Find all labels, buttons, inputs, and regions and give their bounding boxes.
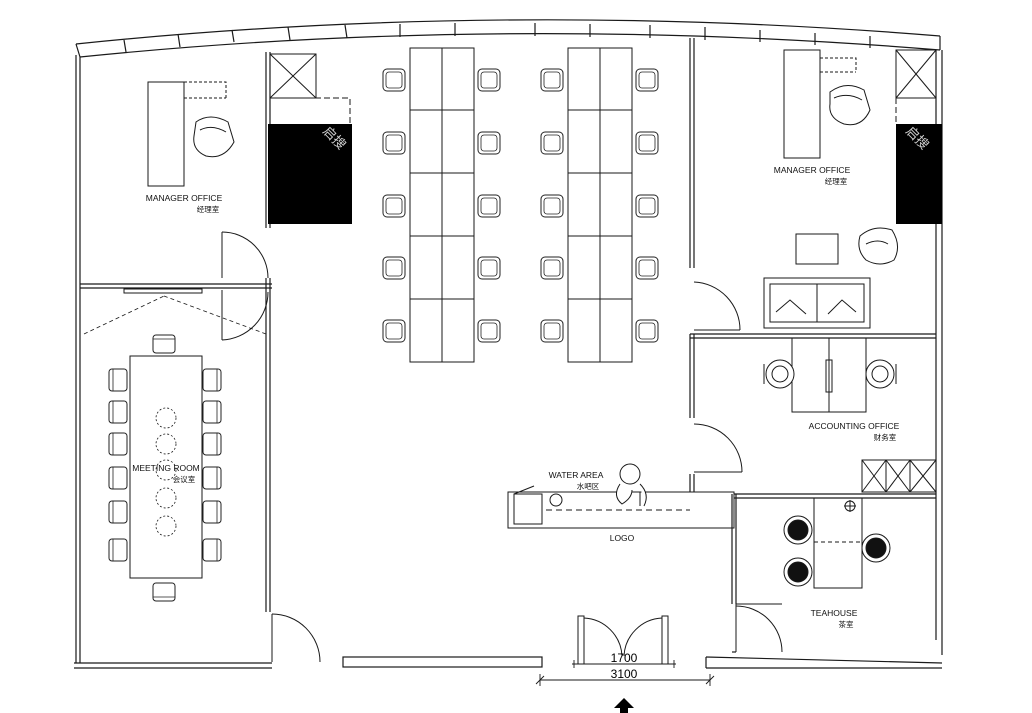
cabinet-x — [861, 459, 937, 493]
tea-table — [813, 497, 863, 589]
manager-chair-right — [829, 85, 871, 126]
door-teahouse[interactable] — [735, 603, 783, 653]
manager-desk-left — [147, 81, 227, 187]
door-manager-left[interactable] — [221, 231, 269, 279]
dimension-inner: 1700 — [611, 651, 638, 665]
door-manager-right[interactable] — [693, 281, 741, 331]
water-area-label: WATER AREA — [549, 470, 604, 480]
entrance-arrow-icon — [614, 698, 634, 713]
tea-chairs — [783, 515, 891, 587]
water-area-figure — [616, 463, 647, 507]
dimension-lines — [535, 660, 715, 686]
accounting-desks — [791, 337, 867, 413]
accounting-chairs — [763, 359, 897, 389]
accounting-office-label-cn: 财务室 — [874, 432, 897, 442]
accounting-office-label: ACCOUNTING OFFICE — [809, 421, 900, 431]
armchair-right — [858, 227, 898, 265]
side-table — [795, 233, 839, 265]
column-box-right — [895, 49, 937, 122]
column-box-left — [269, 53, 351, 124]
teahouse-label: TEAHOUSE — [811, 608, 858, 618]
storage-block-right — [896, 124, 942, 224]
meeting-room-label: MEETING ROOM — [132, 463, 200, 473]
manager-office-left-label-cn: 经理室 — [197, 204, 220, 214]
workstation-desks-right — [567, 47, 633, 363]
workstation-desks-left — [409, 47, 475, 363]
projector-lines — [83, 295, 267, 335]
water-area-label-cn: 水吧区 — [577, 481, 600, 491]
logo-label: LOGO — [610, 533, 635, 543]
door-meeting[interactable] — [221, 290, 269, 341]
meeting-table — [129, 355, 203, 579]
manager-office-right-label: MANAGER OFFICE — [774, 165, 851, 175]
meeting-room-label-cn: 会议室 — [173, 474, 196, 484]
teahouse-label-cn: 茶室 — [839, 619, 854, 629]
meeting-table-lights — [155, 407, 177, 537]
dimension-outer: 3100 — [611, 667, 638, 681]
manager-office-left-label: MANAGER OFFICE — [146, 193, 223, 203]
manager-desk-right — [783, 49, 857, 159]
sofa — [763, 277, 871, 329]
door-accounting[interactable] — [693, 423, 743, 473]
manager-chair-left — [193, 116, 235, 158]
manager-office-right-label-cn: 经理室 — [825, 176, 848, 186]
storage-block-left — [268, 124, 352, 224]
projector-screen — [123, 288, 203, 294]
door-bottom-left[interactable] — [271, 613, 321, 663]
